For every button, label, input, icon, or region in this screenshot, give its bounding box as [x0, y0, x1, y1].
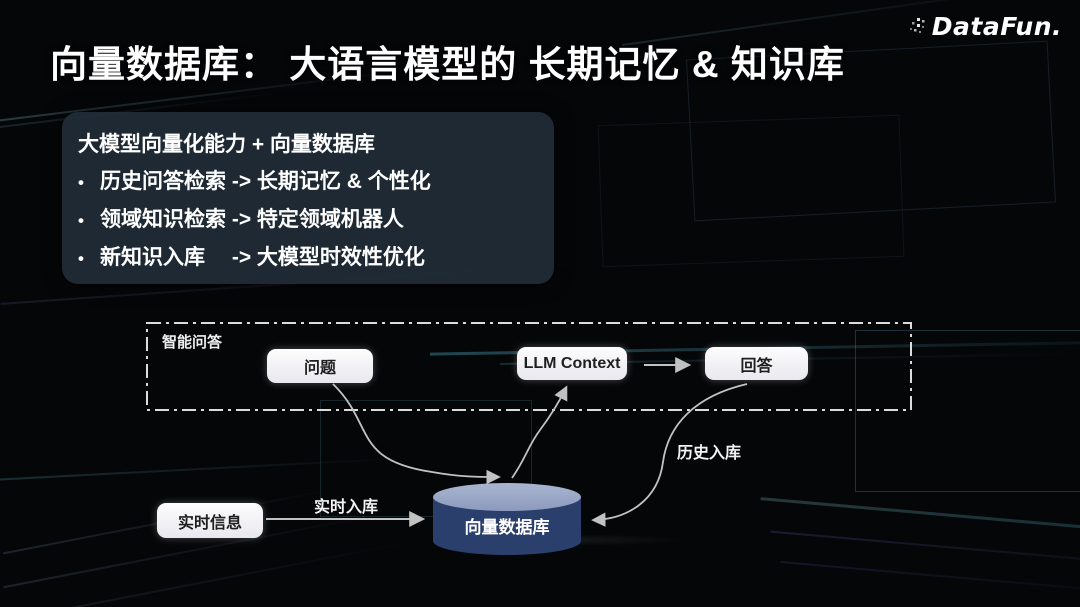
info-panel: 大模型向量化能力 + 向量数据库 • 历史问答检索 -> 长期记忆 & 个性化 … [62, 112, 554, 284]
arrow-answer-to-db [591, 383, 748, 527]
node-answer: 回答 [705, 347, 808, 380]
arrow-question-to-db [332, 383, 501, 485]
edge-label-history-ingest: 历史入库 [677, 445, 742, 462]
page-title: 向量数据库： 大语言模型的 长期记忆 & 知识库 [50, 44, 845, 85]
brand-name: DataFun. [931, 12, 1062, 41]
bullet-text: 领域知识检索 -> 特定领域机器人 [100, 208, 404, 231]
bullet-text: 新知识入库 -> 大模型时效性优化 [100, 246, 425, 269]
cylinder-top [433, 483, 581, 511]
bullet-item: • 新知识入库 -> 大模型时效性优化 [78, 239, 554, 277]
cylinder-bottom [433, 527, 581, 555]
info-panel-heading: 大模型向量化能力 + 向量数据库 [78, 133, 375, 156]
arrow-db-to-llm-context [511, 385, 568, 479]
bullet-dot: • [78, 211, 84, 230]
node-realtime-info: 实时信息 [157, 503, 263, 538]
datafun-logo-dots-icon [909, 17, 925, 33]
bullet-dot: • [78, 173, 84, 192]
edge-label-realtime-ingest: 实时入库 [314, 499, 379, 516]
node-question: 问题 [267, 349, 373, 383]
qa-group-border [146, 322, 912, 411]
bullet-text: 历史问答检索 -> 长期记忆 & 个性化 [100, 170, 431, 193]
qa-group-label: 智能问答 [162, 334, 223, 351]
datafun-logo: DataFun. [908, 12, 1062, 41]
vector-db-cylinder: 向量数据库 [433, 483, 581, 555]
node-llm-context: LLM Context [517, 347, 627, 380]
bullet-item: • 历史问答检索 -> 长期记忆 & 个性化 [78, 163, 554, 201]
bullet-item: • 领域知识检索 -> 特定领域机器人 [78, 201, 554, 239]
vector-db-label: 向量数据库 [464, 518, 550, 537]
bullet-dot: • [78, 249, 84, 268]
